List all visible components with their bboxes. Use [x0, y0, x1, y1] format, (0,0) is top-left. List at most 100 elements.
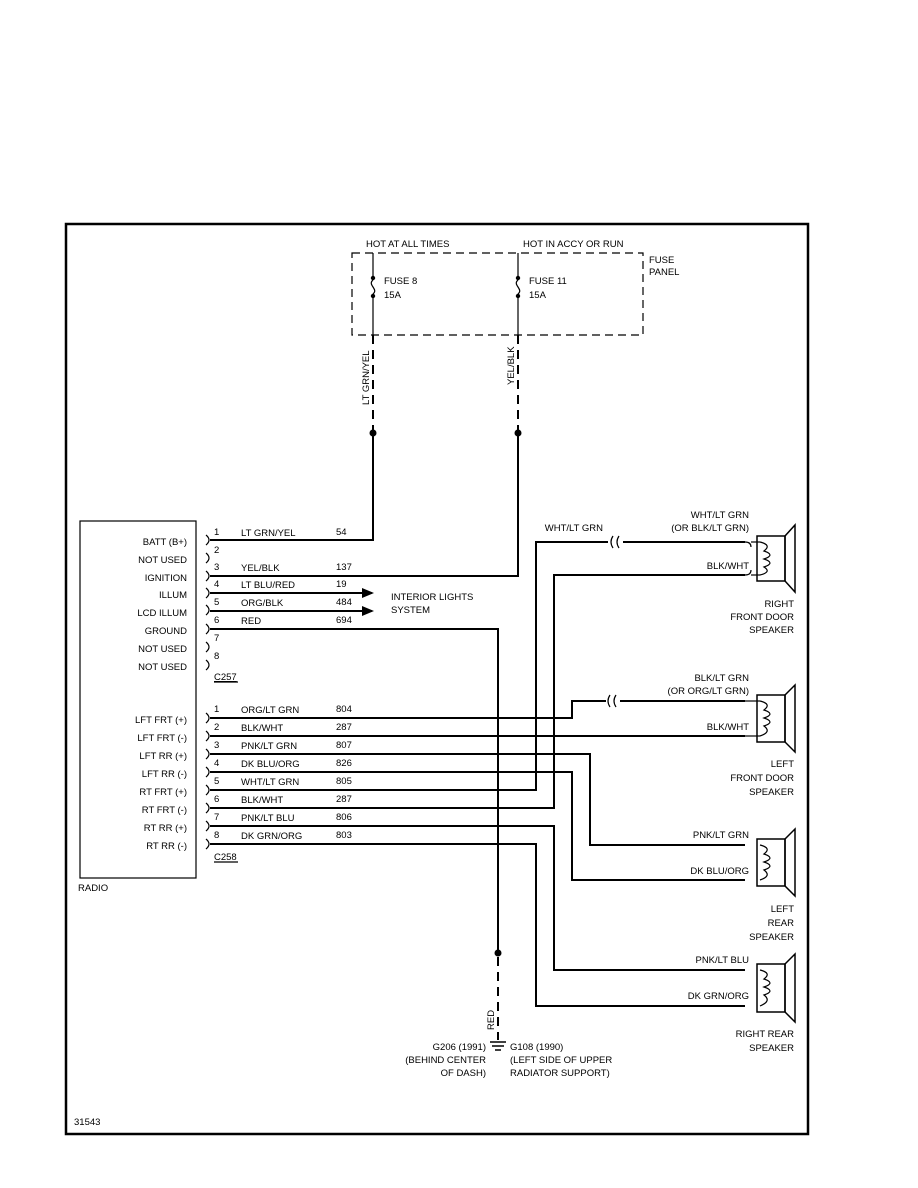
c257-pin-label: LCD ILLUM	[137, 608, 187, 619]
radio-box	[79, 520, 197, 879]
c258-pin-num: 4	[214, 758, 219, 769]
c258-circuit: 826	[336, 758, 352, 769]
c257-connector-name: C257	[214, 672, 237, 683]
speaker-left-front: BLK/LT GRN (OR ORG/LT GRN) BLK/WHT LEFT …	[668, 673, 796, 798]
fuse-8-icon	[370, 279, 376, 295]
c257-circuit: 694	[336, 615, 352, 626]
c258-pin-num: 1	[214, 704, 219, 715]
c257-pin-num: 1	[214, 527, 219, 538]
inline-connector-lf	[607, 694, 617, 708]
c257-wire-color: LT GRN/YEL	[241, 528, 296, 539]
splice-dot-ground	[494, 949, 502, 957]
c258-pin-label: RT FRT (+)	[139, 787, 187, 798]
c257-pin-6: GROUND 6 RED 694	[145, 615, 499, 950]
c258-wire-color: BLK/WHT	[241, 795, 283, 806]
rf-label-2: FRONT DOOR	[730, 612, 794, 623]
c257-pin-num: 4	[214, 579, 219, 590]
lr-label-2: REAR	[768, 918, 795, 929]
c258-circuit: 803	[336, 830, 352, 841]
speaker-coil-icon	[759, 844, 771, 881]
figure-number: 31543	[74, 1117, 100, 1128]
fuse-panel-label-1: FUSE	[649, 255, 674, 266]
wire-c257-3	[210, 436, 519, 577]
c258-pin-num: 6	[214, 794, 219, 805]
wire-c258-6	[210, 574, 745, 809]
lf-label-1: LEFT	[771, 759, 794, 770]
ground-left-line2: (BEHIND CENTER	[405, 1055, 486, 1066]
c257-pin-7: NOT USED 7	[138, 633, 219, 655]
c258-pin-label: LFT FRT (+)	[135, 715, 187, 726]
c258-connector-name: C258	[214, 852, 237, 863]
rf-wire-top-line1: WHT/LT GRN	[691, 510, 749, 521]
hot-at-all-times-label: HOT AT ALL TIMES	[366, 239, 449, 250]
c257-circuit: 137	[336, 562, 352, 573]
c258-pin-label: RT RR (-)	[146, 841, 187, 852]
c257-pin-label: ILLUM	[159, 590, 187, 601]
rf-wire-top-line2: (OR BLK/LT GRN)	[671, 523, 749, 534]
rr-wire-bottom: DK GRN/ORG	[688, 991, 749, 1002]
rf-label-3: SPEAKER	[749, 625, 794, 636]
c258-pin-label: LFT FRT (-)	[137, 733, 187, 744]
diagram-frame	[64, 222, 810, 1136]
c257-pin-num: 3	[214, 562, 219, 573]
lr-wire-top: PNK/LT GRN	[693, 830, 749, 841]
c257-pin-3: IGNITION 3 YEL/BLK 137	[145, 562, 352, 584]
rf-wire-bottom: BLK/WHT	[707, 561, 749, 572]
speaker-coil-icon	[759, 700, 771, 737]
c258-pin-label: RT FRT (-)	[142, 805, 187, 816]
c257-pin-num: 8	[214, 651, 219, 662]
speaker-right-front: WHT/LT GRN (OR BLK/LT GRN) WHT/LT GRN BL…	[545, 510, 796, 636]
c258-circuit: 806	[336, 812, 352, 823]
fuse-11-name: FUSE 11	[529, 276, 567, 287]
c258-circuit: 287	[336, 722, 352, 733]
lr-label-3: SPEAKER	[749, 932, 794, 943]
ground: RED G206 (1991) (BEHIND CENTER OF DASH) …	[405, 949, 612, 1079]
c258-circuit: 805	[336, 776, 352, 787]
c258-pin-label: LFT RR (-)	[142, 769, 187, 780]
fuse-panel-outline	[351, 252, 644, 336]
c257-pin-label: NOT USED	[138, 555, 187, 566]
c257-pin-label: BATT (B+)	[143, 537, 187, 548]
rf-label-1: RIGHT	[764, 599, 794, 610]
hot-in-accy-label: HOT IN ACCY OR RUN	[523, 239, 624, 250]
fuse-panel-label-2: PANEL	[649, 267, 679, 278]
c258-pin-num: 3	[214, 740, 219, 751]
wire-c258-1	[210, 700, 606, 719]
c258-pin-4: LFT RR (-) 4 DK BLU/ORG 826	[142, 758, 352, 780]
c257-pin-2: NOT USED 2	[138, 545, 219, 566]
feed-wire-left-label: LT GRN/YEL	[361, 350, 372, 405]
speaker-left-rear: PNK/LT GRN DK BLU/ORG LEFT REAR SPEAKER	[690, 827, 796, 943]
lf-wire-top-line1: BLK/LT GRN	[694, 673, 749, 684]
ground-right-line2: (LEFT SIDE OF UPPER	[510, 1055, 612, 1066]
lf-wire-top-line2: (OR ORG/LT GRN)	[668, 686, 749, 697]
lf-label-2: FRONT DOOR	[730, 773, 794, 784]
lr-label-1: LEFT	[771, 904, 794, 915]
ground-left-line1: G206 (1991)	[433, 1042, 486, 1053]
c258-pin-num: 7	[214, 812, 219, 823]
c258-circuit: 804	[336, 704, 352, 715]
rf-wire-top-left: WHT/LT GRN	[545, 523, 603, 534]
c258-pin-3: LFT RR (+) 3 PNK/LT GRN 807	[139, 740, 351, 762]
c257-circuit: 54	[336, 527, 347, 538]
c258-wire-color: WHT/LT GRN	[241, 777, 299, 788]
c257-pin-num: 5	[214, 597, 219, 608]
connector-c258: LFT FRT (+) 1 ORG/LT GRN 804 LFT FRT (-)…	[135, 704, 352, 863]
c257-wire-color: RED	[241, 616, 261, 627]
fuse-8-name: FUSE 8	[384, 276, 417, 287]
lf-label-3: SPEAKER	[749, 787, 794, 798]
speaker-coil-icon	[759, 969, 771, 1007]
wire-c257-1	[210, 436, 374, 541]
ground-left-line3: OF DASH)	[441, 1068, 486, 1079]
c258-wire-color: DK BLU/ORG	[241, 759, 300, 770]
c257-circuit: 484	[336, 597, 352, 608]
lr-wire-bottom: DK BLU/ORG	[690, 866, 749, 877]
c258-pin-7: RT RR (+) 7 PNK/LT BLU 806	[144, 812, 352, 834]
c258-wire-color: PNK/LT GRN	[241, 741, 297, 752]
interior-lights-label-1: INTERIOR LIGHTS	[391, 592, 473, 603]
c257-pin-label: NOT USED	[138, 662, 187, 673]
fuse-11-icon	[515, 279, 521, 295]
c258-wire-color: BLK/WHT	[241, 723, 283, 734]
c258-wire-color: PNK/LT BLU	[241, 813, 295, 824]
c257-wire-color: ORG/BLK	[241, 598, 284, 609]
inline-connector-rf	[610, 535, 620, 549]
